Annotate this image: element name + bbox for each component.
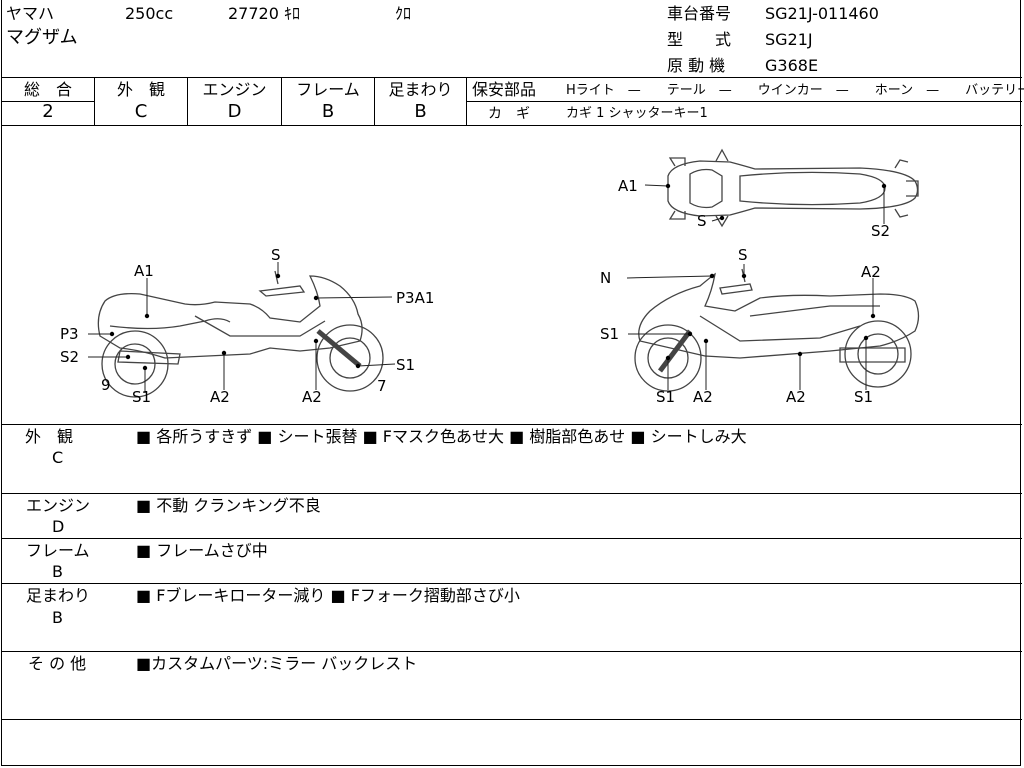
engine-grade: D	[227, 101, 242, 122]
engine-label: 原 動 機	[667, 56, 726, 75]
divider	[1, 125, 1022, 126]
label-right-A2-b: A2	[786, 388, 806, 406]
key-label: カ ギ	[488, 106, 530, 122]
mileage: 27720 ｷﾛ	[228, 4, 300, 23]
note-label-engine: エンジン	[26, 496, 91, 515]
note-label-suspension: 足まわり	[26, 586, 91, 605]
color: ｸﾛ	[395, 4, 412, 23]
label-left-S2: S2	[60, 348, 79, 366]
divider	[1, 493, 1022, 494]
type-value: SG21J	[765, 30, 813, 49]
label-top-A1: A1	[618, 177, 638, 195]
label-left-S: S	[271, 246, 281, 264]
label-left-S1-rear: S1	[132, 388, 151, 406]
note-text-suspension: ■ Fブレーキローター減り ■ Fフォーク摺動部さび小	[136, 586, 520, 605]
label-left-S1-front: S1	[396, 356, 415, 374]
note-text-frame: ■ フレームさび中	[136, 541, 268, 560]
note-grade-suspension: B	[52, 608, 63, 627]
note-label-exterior: 外 観	[25, 427, 74, 446]
label-left-A2-a: A2	[210, 388, 230, 406]
key-value: カギ 1 シャッターキー1	[566, 106, 708, 121]
frame-no-label: 車台番号	[667, 4, 732, 23]
divider	[94, 77, 95, 125]
label-right-A2-a: A2	[693, 388, 713, 406]
label-left-9: 9	[101, 376, 111, 394]
divider	[374, 77, 375, 125]
label-left-P3A1: P3A1	[396, 289, 434, 307]
scooter-top-view	[667, 148, 919, 228]
frame-grade-label: フレーム	[296, 80, 360, 99]
overall-grade: 2	[42, 101, 54, 122]
divider	[1, 538, 1022, 539]
maker: ヤマハ	[6, 4, 55, 23]
divider	[1, 583, 1022, 584]
divider	[281, 77, 282, 125]
label-left-A1: A1	[134, 262, 154, 280]
safety-items: Hライト — テール — ウインカー — ホーン — バッテリー ×	[566, 83, 1024, 98]
overall-label: 総 合	[23, 80, 72, 99]
engine-grade-label: エンジン	[202, 80, 267, 99]
engine-value: G368E	[765, 56, 819, 75]
label-right-S1-b: S1	[854, 388, 873, 406]
divider	[1, 719, 1022, 720]
label-top-S: S	[697, 212, 707, 230]
divider	[466, 101, 1022, 102]
frame-grade: B	[321, 101, 335, 122]
label-right-S1-a: S1	[656, 388, 675, 406]
label-top-S2: S2	[871, 222, 890, 240]
suspension-grade: B	[414, 101, 427, 122]
label-right-N: N	[600, 269, 611, 287]
divider	[187, 77, 188, 125]
divider	[1, 101, 94, 102]
note-grade-exterior: C	[52, 448, 64, 467]
type-label: 型 式	[667, 30, 732, 49]
exterior-grade: C	[134, 101, 148, 122]
frame-no: SG21J-011460	[765, 4, 879, 23]
suspension-grade-label: 足まわり	[388, 80, 453, 99]
note-grade-engine: D	[52, 517, 65, 536]
note-text-engine: ■ 不動 クランキング不良	[136, 496, 321, 515]
exterior-label: 外 観	[116, 80, 165, 99]
divider	[1, 424, 1022, 425]
displacement: 250cc	[125, 4, 174, 23]
divider	[1, 651, 1022, 652]
note-label-other: そ の 他	[28, 654, 87, 673]
note-text-exterior: ■ 各所うすきず ■ シート張替 ■ Fマスク色あせ大 ■ 樹脂部色あせ ■ シ…	[136, 427, 747, 446]
label-left-A2-b: A2	[302, 388, 322, 406]
damage-points	[109, 183, 887, 371]
label-left-7: 7	[377, 377, 387, 395]
note-label-frame: フレーム	[26, 541, 90, 560]
damage-diagram: A1 S S2 A1 S P3A1 P3 S2 S1 7 9 S1 A2 A2 …	[60, 148, 920, 406]
model-name: マグザム	[6, 27, 78, 48]
label-left-P3: P3	[60, 325, 79, 343]
scooter-left-view	[97, 270, 384, 398]
label-right-A2-top: A2	[861, 263, 881, 281]
note-text-other: ■カスタムパーツ:ミラー バックレスト	[136, 654, 418, 673]
safety-label: 保安部品	[472, 80, 537, 99]
divider	[1, 77, 1022, 78]
leader-lines	[88, 184, 885, 393]
label-right-S: S	[738, 246, 748, 264]
note-grade-frame: B	[52, 562, 63, 581]
label-right-S1-left: S1	[600, 325, 619, 343]
scooter-right-view	[634, 268, 920, 392]
